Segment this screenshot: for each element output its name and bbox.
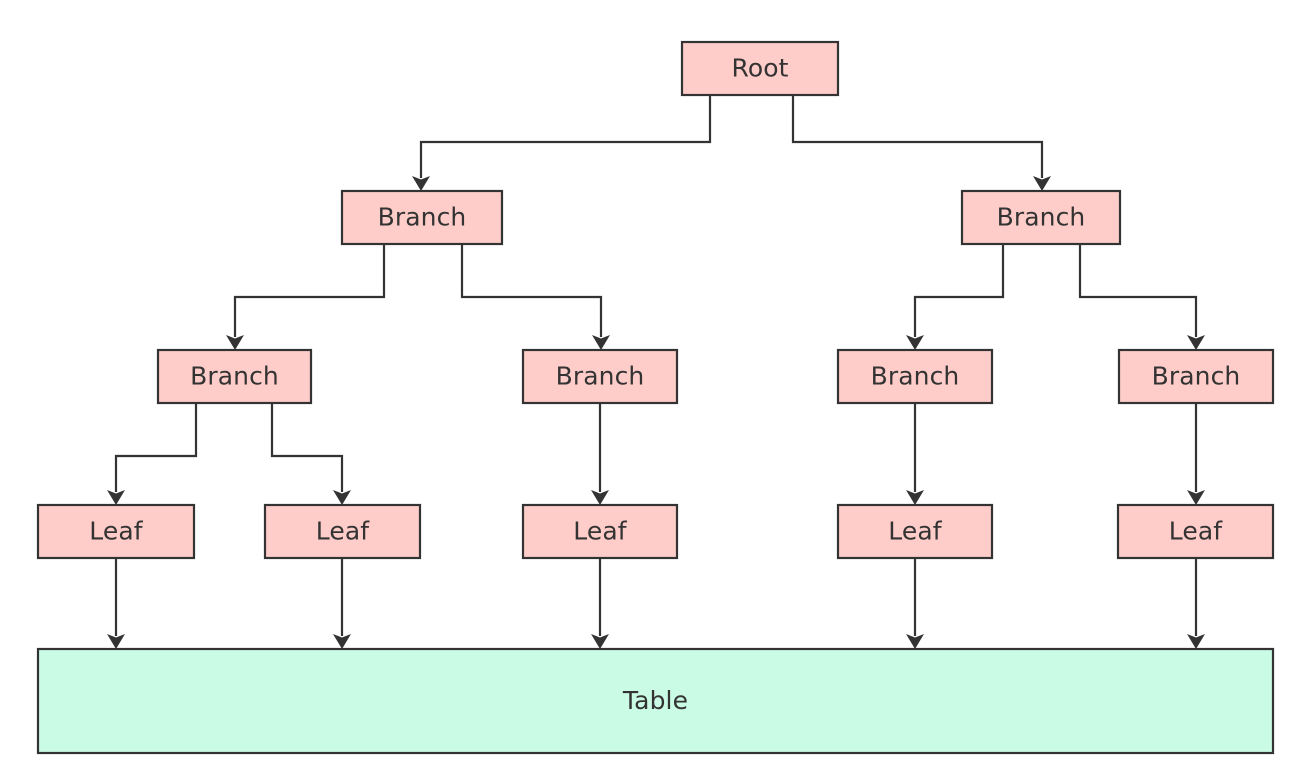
edge-l3-to-table: [591, 558, 609, 649]
node-b1b[interactable]: Branch: [521, 348, 679, 405]
node-root[interactable]: Root: [680, 40, 840, 97]
edge-line: [791, 95, 1044, 178]
node-box-b1[interactable]: [340, 189, 504, 246]
edge-b1a-to-l2: [270, 403, 351, 505]
edge-b2b-to-l5: [1187, 403, 1205, 505]
arrowhead-icon: [906, 634, 924, 649]
arrowhead-icon: [591, 634, 609, 649]
node-b2b[interactable]: Branch: [1117, 348, 1275, 405]
edge-b2a-to-l4: [906, 403, 924, 505]
arrowhead-icon: [333, 490, 351, 505]
edge-l2-to-table: [333, 558, 351, 649]
edge-b1-to-b1b: [460, 244, 610, 350]
edge-b2-to-b2b: [1078, 244, 1205, 350]
node-box-root[interactable]: [680, 40, 840, 97]
node-l3[interactable]: Leaf: [521, 503, 679, 560]
edge-line: [270, 403, 344, 492]
arrowhead-icon: [107, 634, 125, 649]
edge-l1-to-table: [107, 558, 125, 649]
edge-root-to-b2: [791, 95, 1051, 191]
arrowhead-icon: [1187, 335, 1205, 350]
node-box-b1b[interactable]: [521, 348, 679, 405]
node-l5[interactable]: Leaf: [1116, 503, 1275, 560]
node-l4[interactable]: Leaf: [836, 503, 994, 560]
node-table[interactable]: Table: [36, 647, 1275, 755]
node-box-l4[interactable]: [836, 503, 994, 560]
arrowhead-icon: [592, 335, 610, 350]
edge-b1-to-b1a: [226, 244, 386, 350]
edge-b2-to-b2a: [906, 244, 1005, 350]
edge-b1b-to-l3: [591, 403, 609, 505]
arrowhead-icon: [412, 176, 430, 191]
arrowhead-icon: [1187, 634, 1205, 649]
edge-line: [460, 244, 603, 337]
node-l2[interactable]: Leaf: [263, 503, 422, 560]
node-b2[interactable]: Branch: [960, 189, 1122, 246]
node-box-table[interactable]: [36, 647, 1275, 755]
node-b1[interactable]: Branch: [340, 189, 504, 246]
edge-line: [1078, 244, 1198, 337]
arrowhead-icon: [906, 490, 924, 505]
node-box-b2a[interactable]: [836, 348, 994, 405]
edge-line: [233, 244, 386, 337]
node-box-b2[interactable]: [960, 189, 1122, 246]
arrowhead-icon: [226, 335, 244, 350]
arrowhead-icon: [107, 490, 125, 505]
node-box-l1[interactable]: [36, 503, 196, 560]
arrowhead-icon: [1033, 176, 1051, 191]
node-box-l3[interactable]: [521, 503, 679, 560]
node-box-l2[interactable]: [263, 503, 422, 560]
edge-line: [419, 95, 712, 178]
edge-line: [913, 244, 1005, 337]
edge-l5-to-table: [1187, 558, 1205, 649]
arrowhead-icon: [591, 490, 609, 505]
node-b2a[interactable]: Branch: [836, 348, 994, 405]
edge-root-to-b1: [412, 95, 712, 191]
arrowhead-icon: [333, 634, 351, 649]
edges-layer: [107, 95, 1205, 649]
node-l1[interactable]: Leaf: [36, 503, 196, 560]
arrowhead-icon: [906, 335, 924, 350]
edge-b1a-to-l1: [107, 403, 198, 505]
edge-l4-to-table: [906, 558, 924, 649]
node-box-b1a[interactable]: [156, 348, 313, 405]
node-box-b2b[interactable]: [1117, 348, 1275, 405]
edge-line: [114, 403, 198, 492]
node-box-l5[interactable]: [1116, 503, 1275, 560]
node-b1a[interactable]: Branch: [156, 348, 313, 405]
arrowhead-icon: [1187, 490, 1205, 505]
